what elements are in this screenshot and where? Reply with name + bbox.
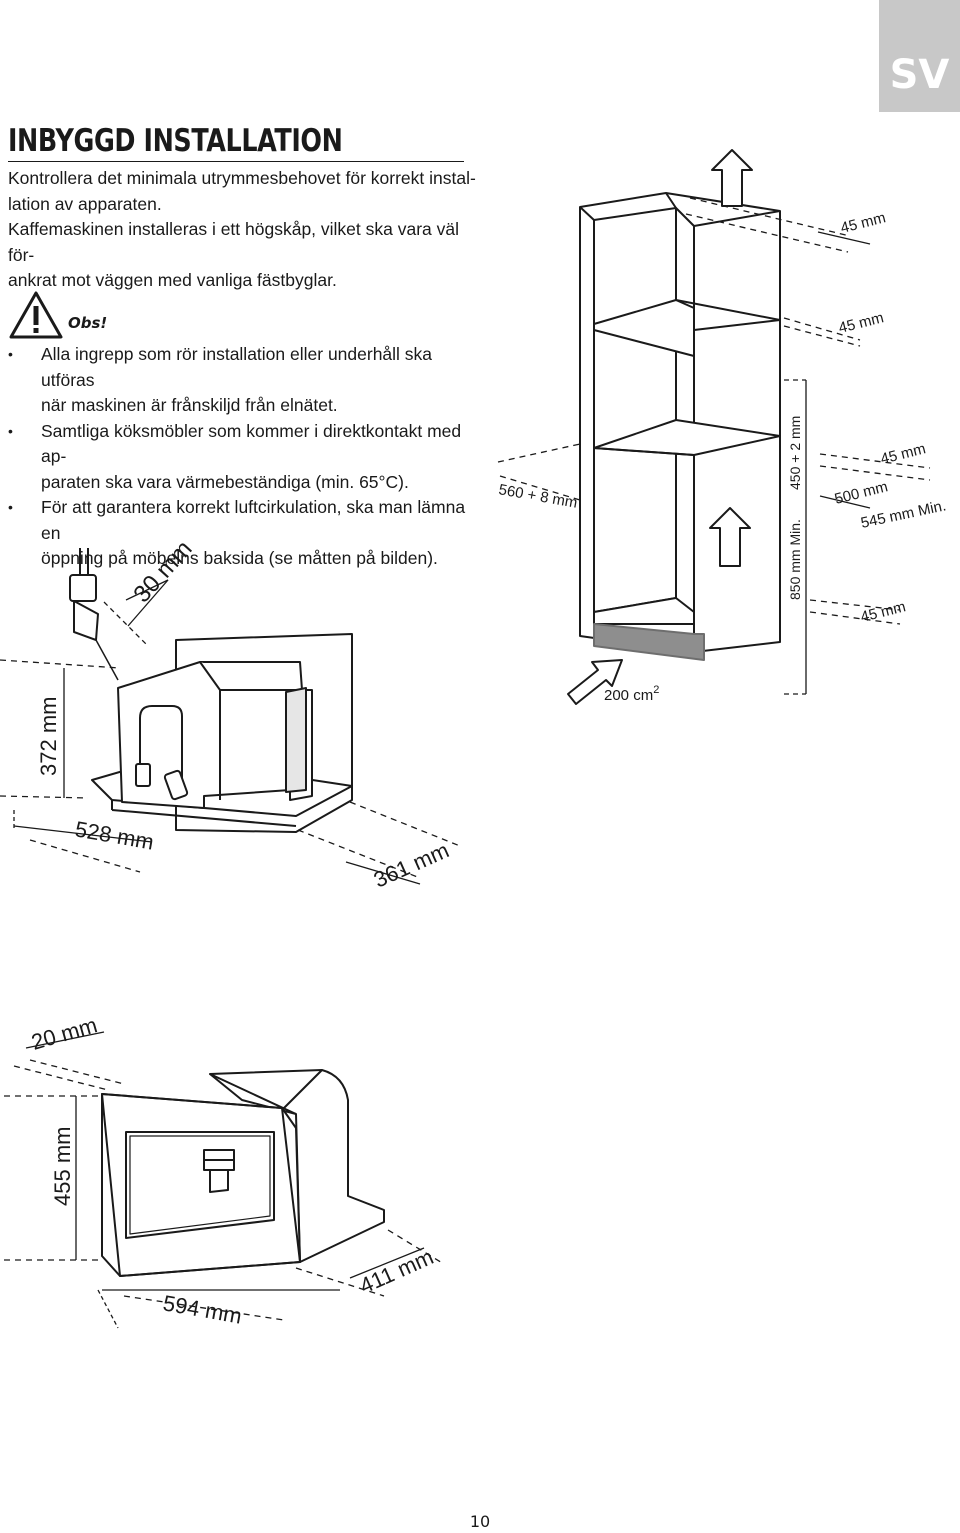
cabinet-width-label: 560 + 8 mm (497, 481, 578, 512)
frame-height-label: 455 mm (50, 1127, 75, 1206)
machine-dimension-lines (0, 579, 461, 885)
frame-depth-label: 20 mm (28, 1012, 100, 1055)
bullet-item: • För att garantera korrekt luftcirkulati… (8, 495, 478, 572)
bullet-dot-icon: • (8, 346, 13, 362)
vent-area-superscript: 2 (653, 684, 659, 696)
bullet-item: • Samtliga köksmöbler som kommer i direkt… (8, 419, 478, 496)
frame-width-label: 594 mm (161, 1290, 244, 1328)
bullet-line: när maskinen är frånskiljd från elnätet. (41, 395, 338, 415)
cabinet-shelf-gap-label: 45 mm (837, 309, 886, 337)
intro-text: Kontrollera det minimala utrymmesbehovet… (8, 166, 478, 294)
frame-diagram (101, 1069, 385, 1277)
cabinet-depth-label: 500 mm (833, 478, 890, 508)
machine-depth-label: 361 mm (370, 837, 453, 892)
cable-gap-label: 30 mm (128, 535, 197, 608)
language-tab: SV (879, 0, 960, 112)
warning-triangle-icon (9, 291, 63, 339)
heading-underline (8, 161, 464, 162)
bullet-line: För att garantera korrekt luftcirkulatio… (41, 497, 466, 543)
language-tab-label: SV (889, 52, 950, 98)
warning-bullet-list: • Alla ingrepp som rör installation eller… (8, 342, 478, 572)
vent-area-value: 200 cm (604, 687, 653, 704)
cabinet-dimension-lines (497, 197, 931, 695)
intro-line-4: ankrat mot väggen med vanliga fästbyglar… (8, 270, 337, 290)
page-number: 10 (469, 1512, 491, 1531)
frame-outer-depth-label: 411 mm (356, 1244, 437, 1299)
intro-line-1: Kontrollera det minimala utrymmesbehovet… (8, 168, 476, 188)
bullet-item: • Alla ingrepp som rör installation eller… (8, 342, 478, 419)
intro-line-3: Kaffemaskinen installeras i ett högskåp,… (8, 219, 460, 265)
bullet-line: Samtliga köksmöbler som kommer i direktk… (41, 420, 462, 467)
cabinet-diagram (567, 149, 781, 705)
bullet-dot-icon: • (8, 422, 13, 439)
warning-label: Obs! (68, 314, 108, 332)
intro-line-2: lation av apparaten. (8, 193, 162, 214)
cabinet-total-height-label: 850 mm Min. (787, 519, 803, 600)
vent-area-label: 200 cm2 (604, 684, 659, 704)
cabinet-depth-min-label: 545 mm Min. (859, 497, 947, 532)
frame-dimension-lines (4, 1031, 445, 1329)
bullet-line: Alla ingrepp som rör installation eller … (41, 344, 433, 390)
cabinet-bottom-gap-label: 45 mm (859, 598, 908, 626)
machine-diagram (69, 548, 353, 833)
bullet-line: paraten ska vara värmebeständiga (min. 6… (41, 471, 409, 492)
machine-width-label: 528 mm (73, 816, 156, 854)
bullet-dot-icon: • (8, 499, 13, 515)
cabinet-top-gap-label: 45 mm (839, 209, 888, 237)
cabinet-side-gap-label: 45 mm (879, 440, 928, 468)
page-heading: INBYGGD INSTALLATION (8, 123, 343, 159)
bullet-line: öppning på möbelns baksida (se måtten på… (41, 548, 438, 568)
cabinet-niche-height-label: 450 + 2 mm (787, 416, 803, 490)
machine-height-label: 372 mm (36, 697, 61, 776)
